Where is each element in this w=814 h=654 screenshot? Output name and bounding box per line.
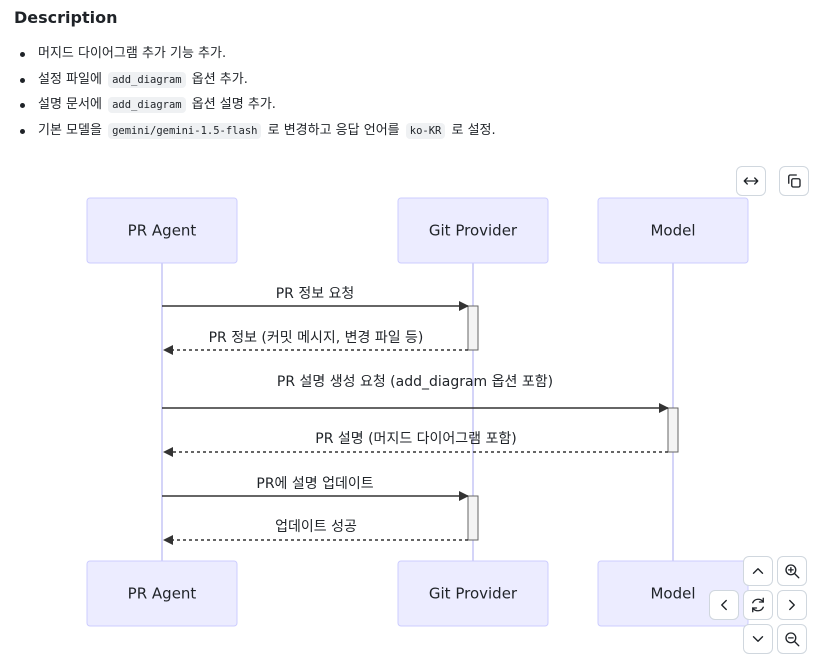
chevron-right-icon [789,599,795,611]
participant-box [86,197,238,264]
expand-icon [743,177,759,185]
item-text: 옵션 설명 추가. [187,97,276,112]
inline-code: ko-KR [405,122,446,139]
activation-bar [467,495,479,541]
participant-top: PR Agent [86,197,238,264]
section-heading: Description [14,8,118,27]
item-text: 로 변경하고 응답 언어를 [263,122,404,138]
inline-code: gemini/gemini-1.5-flash [108,122,262,139]
activation-bar [667,407,679,453]
reset-button[interactable] [743,590,773,620]
participant-label: Git Provider [429,222,518,240]
message-label: 업데이트 성공 [275,519,357,535]
participant-bottom: PR Agent [86,560,238,627]
inline-code: add_diagram [108,97,186,113]
item-text: 머지드 다이어그램 추가 기능 추가. [38,46,227,61]
participant-top: Git Provider [397,197,549,264]
description-item: 설명 문서에 add_diagram 옵션 설명 추가. [14,95,496,121]
item-text: 옵션 추가. [187,71,248,87]
participant-label: PR Agent [128,585,197,603]
description-list: 머지드 다이어그램 추가 기능 추가. 설정 파일에 add_diagram 옵션… [14,44,496,146]
copy-icon [788,174,801,188]
participant-label: PR Agent [128,222,197,240]
participant-box [397,197,549,264]
participant-label: Git Provider [429,585,518,603]
message-label: PR 정보 요청 [276,286,355,302]
chevron-left-icon [721,599,727,611]
description-item: 기본 모델을 gemini/gemini-1.5-flash 로 변경하고 응답… [14,121,496,147]
participant-box [86,560,238,627]
chevron-down-icon [752,636,764,642]
pan-right-button[interactable] [777,590,807,620]
participant-box [597,197,749,264]
item-text: 로 설정. [447,122,496,138]
participant-label: Model [650,585,695,603]
message-label: PR 설명 (머지드 다이어그램 포함) [315,431,516,447]
zoom-in-icon [785,564,800,579]
expand-button[interactable] [736,166,766,196]
pan-left-button[interactable] [709,590,739,620]
participant-bottom: Git Provider [397,560,549,627]
activation-bar [467,305,479,351]
item-text: 설정 파일에 [38,71,107,87]
participant-top: Model [597,197,749,264]
pan-down-button[interactable] [743,624,773,654]
message-label: PR 정보 (커밋 메시지, 변경 파일 등) [209,330,424,346]
chevron-up-icon [752,568,764,574]
sequence-diagram: PR 정보 요청 PR 정보 (커밋 메시지, 변경 파일 등) PR 설명 생성 … [86,197,749,627]
participant-box [397,560,549,627]
description-item: 머지드 다이어그램 추가 기능 추가. [14,44,496,70]
pan-up-button[interactable] [743,556,773,586]
inline-code: add_diagram [108,71,186,88]
item-text: 기본 모델을 [38,122,107,138]
item-text: 설명 문서에 [38,97,107,112]
zoom-in-button[interactable] [777,556,807,586]
message-label: PR에 설명 업데이트 [256,476,373,492]
description-item: 설정 파일에 add_diagram 옵션 추가. [14,70,496,96]
participant-label: Model [650,222,695,240]
zoom-out-icon [785,632,800,647]
reset-icon [752,597,764,613]
message-label: PR 설명 생성 요청 (add_diagram 옵션 포함) [277,374,553,390]
copy-button[interactable] [779,166,809,196]
zoom-out-button[interactable] [777,624,807,654]
